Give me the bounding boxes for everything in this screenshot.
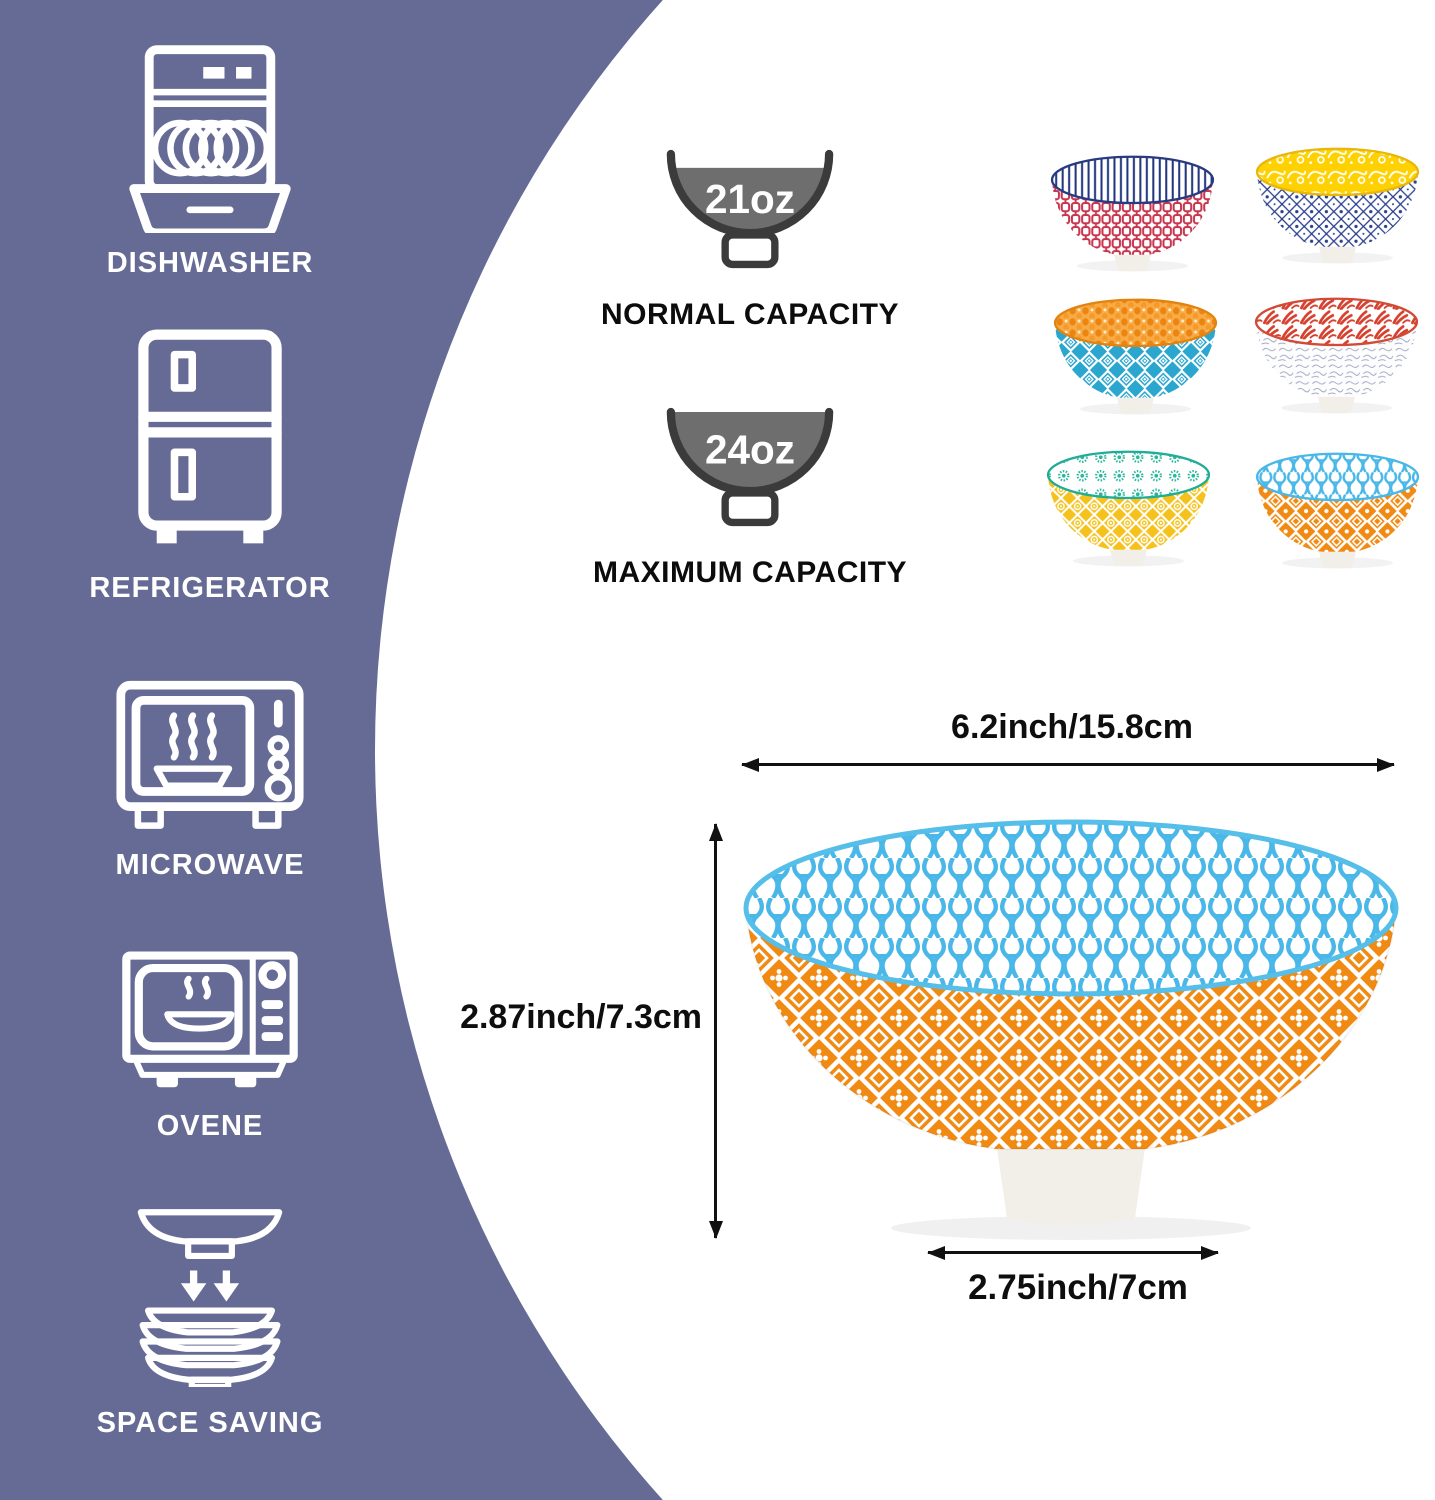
feature-refrigerator: REFRIGERATOR [25,328,395,605]
dimension-base-label: 2.75inch/7cm [968,1268,1188,1307]
refrigerator-icon [138,329,282,544]
feature-space-saving: SPACE SAVING [25,1205,395,1440]
dishwasher-icon [129,45,291,233]
capacity-bowl-24oz-icon: 24oz [666,407,834,527]
bowl-photo-scroll-redleaf [1254,297,1419,414]
bowl-photo-orange-bluechain [1255,452,1420,569]
main-bowl-photo [743,819,1399,1240]
bowl-photo-yellow-tealburst [1046,450,1211,567]
feature-label-oven: OVENE [156,1110,264,1142]
oven-icon [122,951,298,1088]
height-arrow [714,824,717,1238]
microwave-icon [116,680,304,829]
capacity-label-maximum: MAXIMUM CAPACITY [592,556,908,589]
feature-dishwasher: DISHWASHER [25,40,395,280]
feature-label-space-saving: SPACE SAVING [96,1407,324,1439]
feature-label-refrigerator: REFRIGERATOR [89,572,331,604]
capacity-bowl-21oz-icon: 21oz [666,149,834,269]
capacity-maximum: 24oz MAXIMUM CAPACITY [590,401,910,590]
dimension-diameter-label: 6.2inch/15.8cm [951,708,1193,746]
base-arrow [928,1251,1218,1254]
capacity-label-normal: NORMAL CAPACITY [600,298,900,331]
background-curve-shape [375,0,1435,1500]
feature-oven: OVENE [25,950,395,1143]
dimension-height-label: 2.87inch/7.3cm [460,998,702,1036]
stacked-plates-icon [137,1209,283,1387]
bowl-photo-red-navy [1050,155,1215,272]
bowl-photo-teal-orange [1053,298,1218,415]
feature-microwave: MICROWAVE [25,670,395,882]
capacity-value-maximum: 24oz [705,427,795,473]
bowl-photo-navy-yellow [1255,147,1420,264]
feature-label-dishwasher: DISHWASHER [106,247,314,279]
capacity-normal: 21oz NORMAL CAPACITY [590,143,910,332]
feature-label-microwave: MICROWAVE [115,849,305,881]
capacity-value-normal: 21oz [705,176,795,222]
diameter-arrow [742,763,1394,766]
